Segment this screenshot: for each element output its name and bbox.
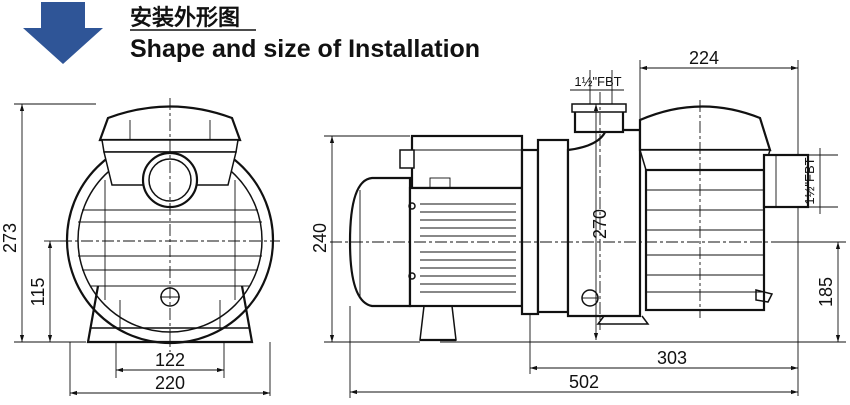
motor-fins: [420, 203, 516, 293]
dim-strainer-length: 224: [689, 48, 719, 68]
inlet-size-label: 1½"FBT: [574, 74, 621, 89]
side-dimensions: 240 270 1½"FBT 224 1½"FBT 185 303 502: [310, 48, 846, 398]
strainer-ribs: [646, 189, 764, 293]
side-view: [330, 92, 810, 342]
title-english: Shape and size of Installation: [130, 35, 480, 63]
dim-outlet-height: 185: [816, 277, 836, 307]
dim-overall-height: 273: [0, 223, 20, 253]
front-dimensions: 273 115 122 220: [0, 103, 271, 396]
dim-base-length: 303: [657, 348, 687, 368]
dim-motor-height: 240: [310, 223, 330, 253]
dim-inlet-height: 270: [590, 209, 610, 239]
front-view: [60, 98, 280, 352]
outlet-size-label: 1½"FBT: [802, 157, 817, 204]
dim-overall-length: 502: [569, 372, 599, 392]
dim-base-outer-width: 220: [155, 373, 185, 393]
dim-center-height: 115: [28, 278, 48, 307]
dim-base-inner-width: 122: [155, 350, 185, 370]
down-arrow-icon: [23, 2, 103, 64]
title-chinese: 安装外形图: [130, 5, 240, 31]
